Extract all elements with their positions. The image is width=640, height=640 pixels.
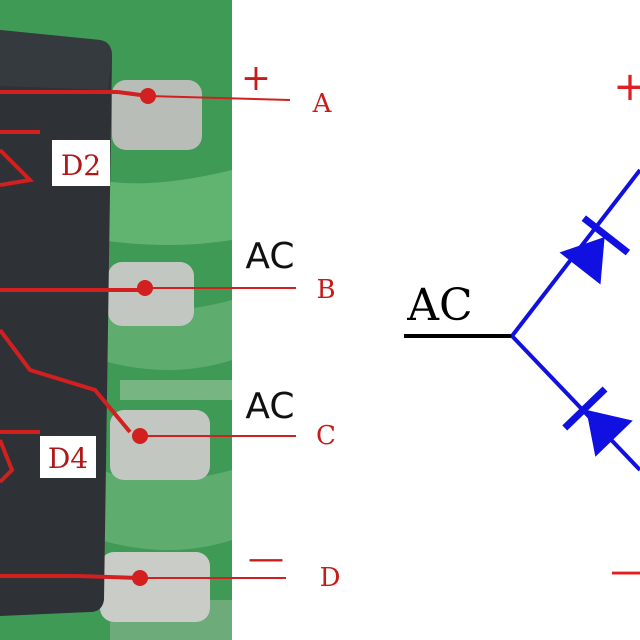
pin-dot-c <box>132 428 148 444</box>
solder-pad <box>100 552 210 622</box>
label-box-d2 <box>52 140 110 186</box>
wire-lower <box>510 334 640 472</box>
diode-lower-bar <box>562 386 608 431</box>
schematic: AC + — <box>404 64 640 594</box>
callout-d-stub <box>77 574 141 580</box>
diode-upper <box>559 215 631 285</box>
solder-pad <box>110 410 210 480</box>
pin-labels: + A AC B AC C — D <box>241 58 341 593</box>
pin-dot-a <box>140 88 156 104</box>
pcb-photo: D2 D4 <box>0 0 232 640</box>
pin-b-letter: B <box>316 275 335 305</box>
chip-label-d2: D2 <box>61 149 101 182</box>
schematic-minus-label: — <box>610 548 640 594</box>
pin-c-text: AC <box>245 386 294 427</box>
chip-label-d4: D4 <box>48 442 88 475</box>
pin-c-letter: C <box>316 421 336 451</box>
diode-lower <box>562 386 633 457</box>
diode-sketch-d4 <box>0 439 15 484</box>
diode-sketch-d2 <box>0 148 35 187</box>
pcb-trace <box>120 380 232 400</box>
pin-a-letter: A <box>312 89 333 119</box>
pin-b-text: AC <box>245 236 294 277</box>
chip-highlight <box>0 30 112 90</box>
schematic-ac-label: AC <box>406 280 472 331</box>
pin-callouts <box>77 88 296 586</box>
diode-upper-triangle <box>559 236 605 285</box>
pcb-trace <box>100 170 232 245</box>
diode-upper-bar <box>581 215 631 256</box>
solder-pad <box>108 262 194 326</box>
pin-d-letter: D <box>320 563 341 593</box>
pin-dot-d <box>132 570 148 586</box>
pin-a-sign: + <box>241 58 271 99</box>
annotation-line-c <box>0 328 132 434</box>
solder-pad <box>112 80 202 150</box>
callout-a-line <box>147 95 291 101</box>
pcb-trace <box>100 470 232 550</box>
pin-d-sign: — <box>248 538 284 579</box>
chip-annotation-lines <box>0 90 140 578</box>
diode-lower-triangle <box>586 409 633 457</box>
schematic-plus-label: + <box>613 64 640 110</box>
rectifier-chip <box>0 30 112 616</box>
label-box-d4 <box>40 436 96 478</box>
pin-dot-b <box>137 280 153 296</box>
